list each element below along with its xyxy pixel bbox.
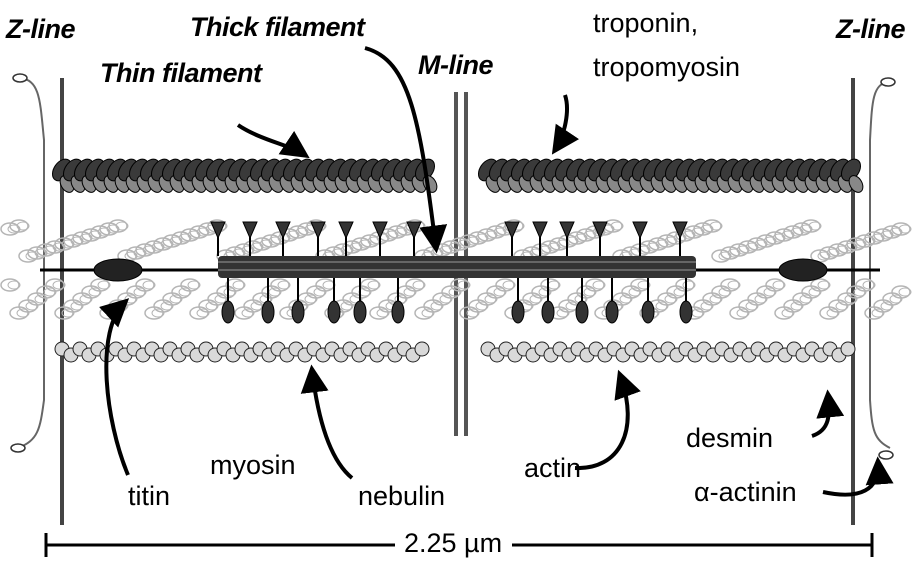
thin-filament-label: Thin filament — [100, 60, 262, 87]
titin-arrow — [106, 302, 128, 475]
nebulin-arrow — [312, 370, 352, 478]
thick-filament-label: Thick filament — [190, 14, 365, 41]
alpha-actinin-label: α-actinin — [694, 479, 797, 506]
desmin-arrow — [812, 395, 829, 436]
desmin-label: desmin — [686, 425, 773, 452]
thin-filament-arrow — [238, 125, 305, 155]
titin-label: titin — [128, 483, 170, 510]
tropomyosin-label: tropomyosin — [593, 54, 740, 81]
z-line-left — [11, 74, 62, 525]
alpha-actinin-arrow — [823, 462, 878, 495]
actin-label: actin — [524, 455, 581, 482]
nebulin-label: nebulin — [358, 483, 445, 510]
troponin-label: troponin, — [593, 10, 698, 37]
scale-bar-label: 2.25 µm — [404, 530, 502, 557]
z-line-right-label: Z-line — [836, 16, 905, 43]
thick-filament — [40, 256, 880, 281]
actin-arrow — [575, 375, 628, 468]
troponin-arrow — [555, 95, 567, 150]
z-line-left-label: Z-line — [6, 16, 75, 43]
myosin-label: myosin — [210, 452, 296, 479]
m-line-label: M-line — [418, 52, 493, 79]
